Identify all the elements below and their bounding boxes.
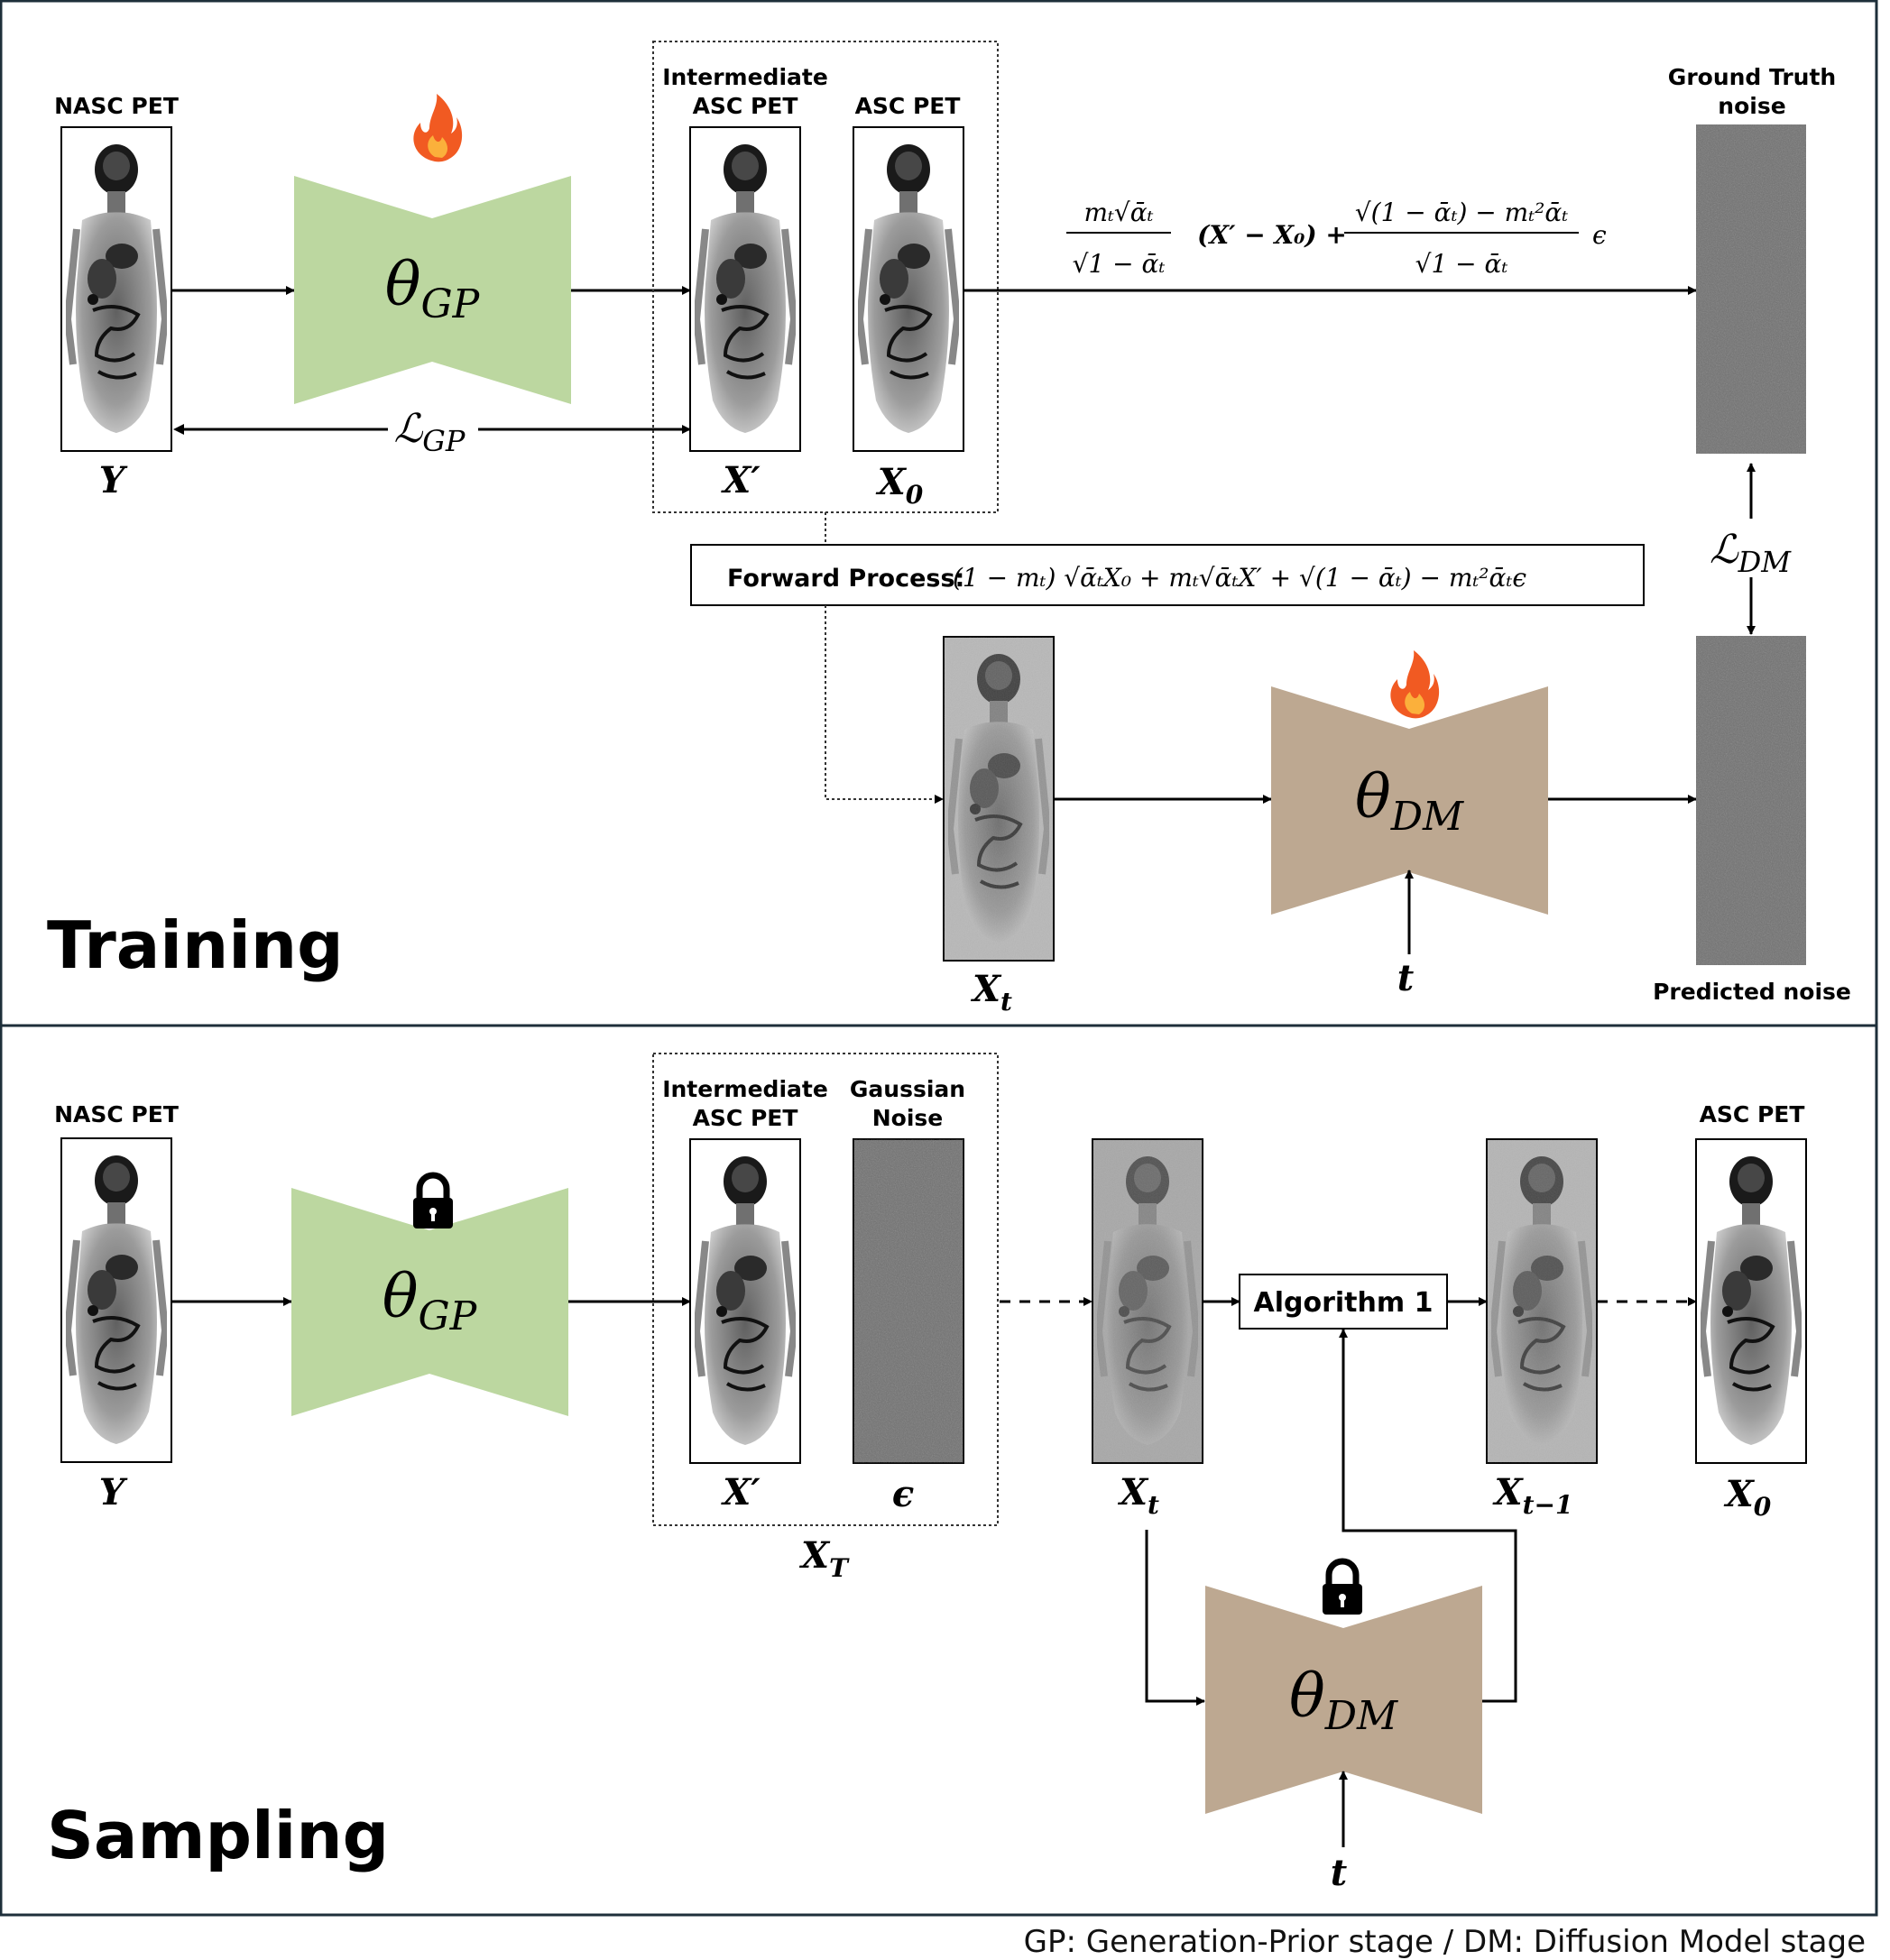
- sampling-xt1-image: [1486, 1138, 1598, 1464]
- sampling-xT-group: [652, 1053, 999, 1526]
- gt-noise-line1: Ground Truth: [1668, 64, 1836, 90]
- sampling-gauss-noise-image: [853, 1138, 964, 1464]
- flame-icon: [413, 94, 463, 162]
- noise-formula-den1: √1 − ᾱₜ: [1073, 249, 1166, 279]
- lock-icon: [413, 1172, 453, 1228]
- algorithm-label: Algorithm 1: [1254, 1287, 1434, 1319]
- forward-process-label: Forward Process:: [727, 565, 964, 593]
- sampling-gauss-line1: Gaussian: [850, 1076, 965, 1102]
- sampling-title: Sampling: [47, 1798, 389, 1873]
- gt-noise-line2: noise: [1718, 93, 1785, 119]
- training-asc-image: [853, 126, 964, 452]
- training-title: Training: [47, 907, 344, 983]
- training-intermediate-image: [689, 126, 801, 452]
- sampling-asc-label: ASC PET: [1700, 1101, 1805, 1127]
- noise-formula-den2: √1 − ᾱₜ: [1415, 249, 1508, 279]
- sampling-y-label: Y: [99, 1471, 128, 1514]
- training-t-label: t: [1397, 957, 1415, 999]
- noise-formula-eps: ϵ: [1592, 220, 1607, 250]
- training-gp-symbol: θGP: [385, 250, 481, 327]
- sampling-t-label: t: [1331, 1852, 1348, 1894]
- noise-formula-num1: mₜ√ᾱₜ: [1083, 198, 1153, 227]
- sampling-xt-image: [1092, 1138, 1203, 1464]
- sampling-nasc-image: [60, 1137, 172, 1463]
- sampling-x0-image: [1695, 1138, 1807, 1464]
- training-xt-label: Xt: [970, 968, 1012, 1017]
- sampling-gauss-line2: Noise: [872, 1105, 944, 1131]
- sampling-xt-label: Xt: [1117, 1471, 1159, 1520]
- sampling-intermediate-image: [689, 1138, 801, 1464]
- sampling-gp-symbol: θGP: [383, 1262, 478, 1339]
- flame-icon: [1390, 650, 1440, 719]
- sampling-xT-label: XT: [798, 1534, 850, 1583]
- lock-icon: [1323, 1558, 1362, 1615]
- forward-process-formula: (1 − mₜ) √ᾱₜX₀ + mₜ√ᾱₜX′ + √(1 − ᾱₜ) − m…: [953, 563, 1526, 593]
- training-intermediate-line2: ASC PET: [693, 93, 798, 119]
- training-x0-label: X0: [875, 461, 924, 510]
- training-asc-label: ASC PET: [855, 93, 961, 119]
- sampling-nasc-label: NASC PET: [54, 1101, 179, 1127]
- sampling-dm-network: [1205, 1586, 1482, 1814]
- pred-noise-image: [1696, 636, 1806, 965]
- dotted-connector-arrowhead: [935, 795, 944, 804]
- training-intermediate-line1: Intermediate: [662, 64, 828, 90]
- sampling-xt1-label: Xt−1: [1492, 1471, 1573, 1520]
- sampling-eps-label: ϵ: [892, 1473, 914, 1515]
- training-xprime-label: X′: [720, 459, 761, 502]
- footer-legend: GP: Generation-Prior stage / DM: Diffusi…: [1024, 1924, 1866, 1960]
- sampling-x0-label: X0: [1723, 1473, 1772, 1522]
- forward-process-box: [690, 544, 1645, 606]
- loss-gp-arrowhead-left: [173, 424, 184, 435]
- training-loss-dm: ℒDM: [1710, 527, 1792, 579]
- training-dm-symbol: θDM: [1355, 762, 1464, 840]
- gt-noise-image: [1696, 124, 1806, 454]
- sampling-intermediate-line1: Intermediate: [662, 1076, 828, 1102]
- sampling-intermediate-line2: ASC PET: [693, 1105, 798, 1131]
- sampling-gp-network: [291, 1188, 568, 1416]
- sampling-dm-symbol: θDM: [1289, 1661, 1398, 1739]
- noise-formula-mid: (X′ − X₀) +: [1197, 220, 1347, 250]
- noise-formula: mₜ√ᾱₜ √1 − ᾱₜ (X′ − X₀) + √(1 − ᾱₜ) − mₜ…: [1066, 198, 1607, 279]
- training-loss-gp: ℒGP: [394, 406, 466, 458]
- training-nasc-image: [60, 126, 172, 452]
- training-gp-network: [294, 176, 571, 404]
- pred-noise-label: Predicted noise: [1653, 979, 1851, 1005]
- training-y-label: Y: [99, 459, 128, 502]
- arrow-dm-to-algorithm: [1339, 1329, 1517, 1703]
- training-nasc-label: NASC PET: [54, 93, 179, 119]
- arrow-xt-to-dm-sampling: [1145, 1530, 1205, 1706]
- training-dm-network: [1271, 686, 1548, 915]
- training-xt-image: [943, 636, 1055, 962]
- noise-formula-num2: √(1 − ᾱₜ) − mₜ²ᾱₜ: [1355, 198, 1568, 227]
- sampling-xprime-label: X′: [720, 1471, 761, 1514]
